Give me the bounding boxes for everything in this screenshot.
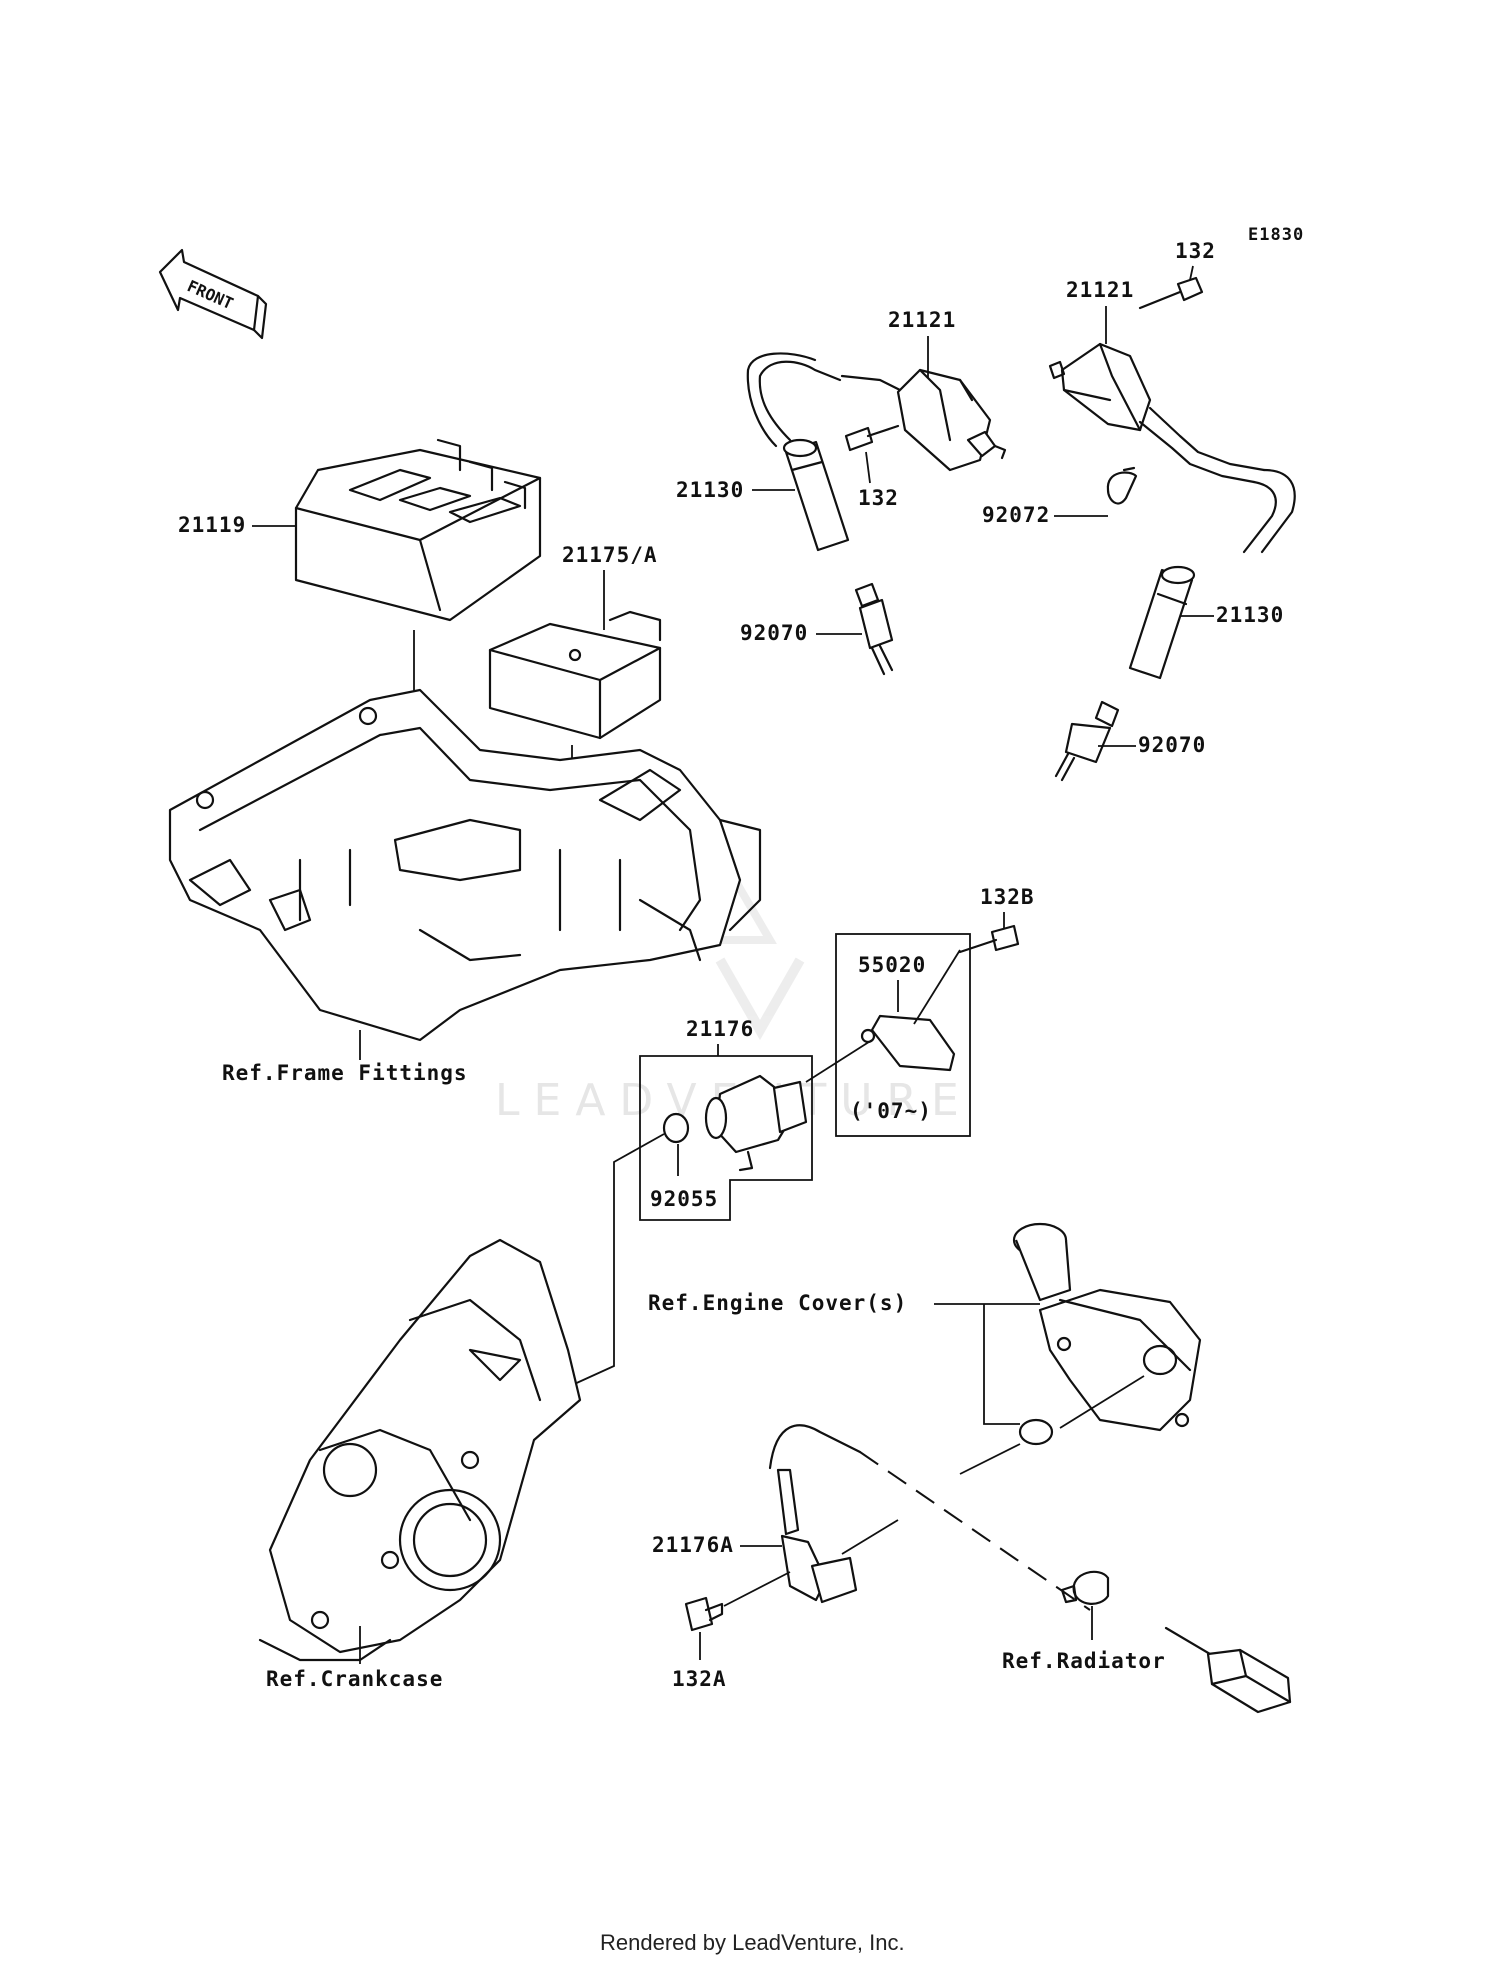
label-92070-right: 92070 <box>1138 733 1206 757</box>
ecu-unit <box>294 438 542 622</box>
label-92072: 92072 <box>982 503 1050 527</box>
ref-crankcase: Ref.Crankcase <box>266 1667 443 1691</box>
ref-radiator: Ref.Radiator <box>1002 1649 1166 1673</box>
bolt-132A <box>684 1596 724 1632</box>
engine-cover <box>1012 1222 1202 1432</box>
front-arrow-icon: FRONT <box>158 248 268 340</box>
bolt-132-left <box>844 424 900 452</box>
label-132A: 132A <box>672 1667 727 1691</box>
label-132-right: 132 <box>1175 239 1216 263</box>
label-55020: 55020 <box>858 953 926 977</box>
label-92070-left: 92070 <box>740 621 808 645</box>
spark-plug-left <box>854 582 894 676</box>
label-21175A: 21175/A <box>562 543 658 567</box>
label-132B: 132B <box>980 885 1035 909</box>
radiator-clamp <box>1060 1570 1110 1605</box>
bolt-132B <box>958 924 1020 954</box>
bolt-132-right <box>1138 276 1204 310</box>
label-21119: 21119 <box>178 513 246 537</box>
frame-tray <box>168 688 762 1042</box>
label-55020-note: ('07~) <box>850 1099 932 1123</box>
label-21121-right: 21121 <box>1066 278 1134 302</box>
ref-engine-cover: Ref.Engine Cover(s) <box>648 1291 907 1315</box>
clamp-92072 <box>1106 466 1138 505</box>
o-ring-92055 <box>662 1112 690 1144</box>
connection-dashed-line <box>859 1451 1091 1611</box>
label-21121-left: 21121 <box>888 308 956 332</box>
spark-plug-right <box>1054 700 1120 782</box>
sensor-21176 <box>704 1074 808 1172</box>
box-55020 <box>835 933 971 1137</box>
label-92055: 92055 <box>650 1187 718 1211</box>
ignition-coil-right <box>1048 342 1296 554</box>
footer-credit: Rendered by LeadVenture, Inc. <box>600 1930 905 1955</box>
label-21176: 21176 <box>686 1017 754 1041</box>
relay-unit <box>488 610 662 740</box>
label-21176A: 21176A <box>652 1533 734 1557</box>
label-132-left: 132 <box>858 486 899 510</box>
bracket-55020 <box>860 1014 956 1072</box>
crankcase <box>258 1238 582 1662</box>
radiator-connector <box>1164 1626 1292 1714</box>
o-ring-engine-cover <box>1018 1418 1054 1446</box>
label-21130-right: 21130 <box>1216 603 1284 627</box>
label-21130-left: 21130 <box>676 478 744 502</box>
sensor-21176A <box>768 1424 862 1604</box>
diagram-code: E1830 <box>1248 225 1304 245</box>
plug-cap-left <box>782 438 850 552</box>
ignition-coil-left <box>746 352 1007 472</box>
ref-frame-fittings: Ref.Frame Fittings <box>222 1061 468 1085</box>
plug-cap-right <box>1128 565 1196 680</box>
